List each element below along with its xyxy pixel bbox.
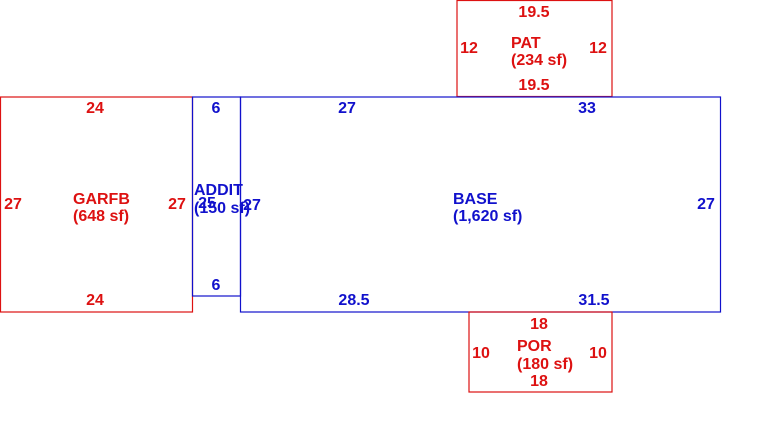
pat-bottom-dimension: 19.5 <box>518 77 549 94</box>
garfb-label: GARFB <box>73 191 130 208</box>
base-top-left-dimension: 27 <box>338 100 356 117</box>
addit-right-dimension: 27 <box>243 197 261 214</box>
addit-top-dimension: 6 <box>212 100 221 117</box>
base-top-right-dimension: 33 <box>578 100 596 117</box>
por-bottom-dimension: 18 <box>530 373 548 390</box>
por-right-dimension: 10 <box>589 345 607 362</box>
garfb-area: (648 sf) <box>73 208 129 225</box>
por-label: POR <box>517 338 552 355</box>
garfb-right-dimension: 27 <box>168 196 186 213</box>
base-label: BASE <box>453 191 498 208</box>
addit-left-dimension: 25 <box>198 195 216 212</box>
por-outline <box>468 311 613 393</box>
por-top-dimension: 18 <box>530 316 548 333</box>
garfb-top-dimension: 24 <box>86 100 104 117</box>
addit-bottom-dimension: 6 <box>212 277 221 294</box>
por-area: (180 sf) <box>517 356 573 373</box>
base-area: (1,620 sf) <box>453 208 522 225</box>
base-bottom-right-dimension: 31.5 <box>578 292 609 309</box>
garfb-bottom-dimension: 24 <box>86 292 104 309</box>
base-bottom-left-dimension: 28.5 <box>338 292 369 309</box>
base-right-dimension: 27 <box>697 196 715 213</box>
garfb-left-dimension: 27 <box>4 196 22 213</box>
pat-right-dimension: 12 <box>589 40 607 57</box>
pat-left-dimension: 12 <box>460 40 478 57</box>
pat-top-dimension: 19.5 <box>518 4 549 21</box>
addit-label: ADDIT <box>194 182 243 199</box>
por-left-dimension: 10 <box>472 345 490 362</box>
pat-label: PAT <box>511 35 541 52</box>
addit-area: (150 sf) <box>194 200 250 217</box>
pat-area: (234 sf) <box>511 52 567 69</box>
